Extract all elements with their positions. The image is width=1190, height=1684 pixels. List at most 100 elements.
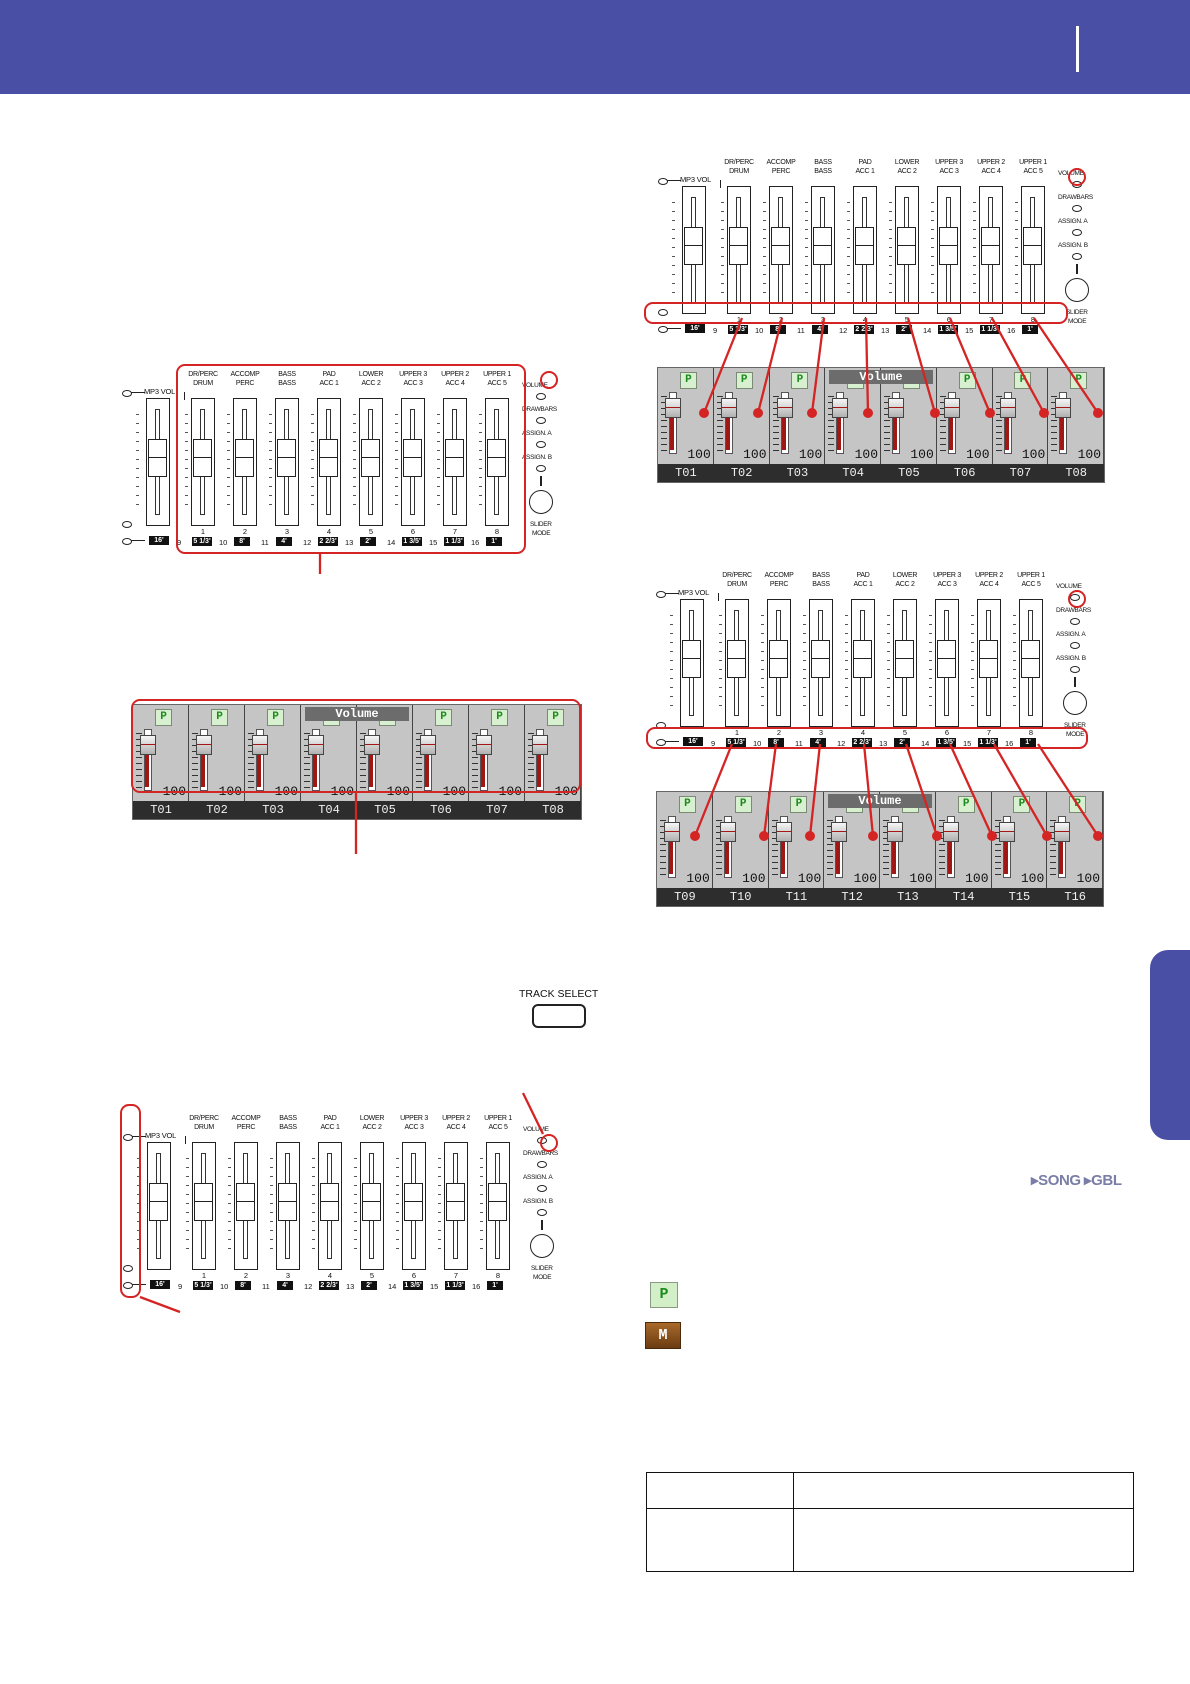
side-led[interactable] [658, 178, 668, 185]
play-status-button[interactable]: P [1013, 796, 1031, 813]
track-slider-8[interactable] [486, 1142, 510, 1270]
slider-mode-button[interactable] [530, 1234, 554, 1258]
mp3-volume-slider[interactable] [680, 599, 704, 727]
side-led[interactable] [122, 538, 132, 545]
play-status-button[interactable]: P [1070, 372, 1088, 389]
track-slider-3[interactable] [809, 599, 833, 727]
track-slider-3[interactable] [275, 398, 299, 526]
track-slider-4[interactable] [317, 398, 341, 526]
track-slider-6[interactable] [401, 398, 425, 526]
slider-mode-button[interactable] [529, 490, 553, 514]
track-slider-7[interactable] [979, 186, 1003, 314]
play-status-button[interactable]: P [491, 709, 508, 726]
track-slider-4[interactable] [853, 186, 877, 314]
volume-slider-knob[interactable] [888, 398, 904, 418]
track-slider-3[interactable] [276, 1142, 300, 1270]
track-slider-8[interactable] [1019, 599, 1043, 727]
play-status-button[interactable]: P [155, 709, 172, 726]
track-slider-4[interactable] [318, 1142, 342, 1270]
play-status-button[interactable]: P [547, 709, 564, 726]
mp3-volume-slider[interactable] [146, 398, 170, 526]
volume-slider-knob[interactable] [196, 735, 212, 755]
volume-slider-knob[interactable] [720, 398, 737, 418]
track-slider-5[interactable] [360, 1142, 384, 1270]
volume-slider-knob[interactable] [532, 735, 548, 755]
side-led[interactable] [658, 309, 668, 316]
play-status-button[interactable]: P [267, 709, 284, 726]
volume-slider-knob[interactable] [776, 398, 793, 418]
track-slider-7[interactable] [977, 599, 1001, 727]
slider-mode-button[interactable] [1065, 278, 1089, 302]
side-led[interactable] [656, 591, 666, 598]
track-slider-8[interactable] [1021, 186, 1045, 314]
volume-slider-knob[interactable] [476, 735, 492, 755]
side-led[interactable] [123, 1134, 133, 1141]
side-led[interactable] [123, 1282, 133, 1289]
play-status-button[interactable]: P [790, 796, 808, 813]
play-status-button[interactable]: P [957, 796, 975, 813]
track-slider-8[interactable] [485, 398, 509, 526]
volume-slider-knob[interactable] [832, 398, 849, 418]
play-status-button[interactable]: P [435, 709, 452, 726]
volume-slider-knob[interactable] [420, 735, 436, 755]
track-slider-1[interactable] [727, 186, 751, 314]
volume-slider-knob[interactable] [998, 822, 1015, 842]
play-status-button[interactable]: P [791, 372, 809, 389]
track-slider-2[interactable] [767, 599, 791, 727]
volume-slider-knob[interactable] [943, 398, 960, 418]
volume-slider-knob[interactable] [140, 735, 156, 755]
track-slider-3[interactable] [811, 186, 835, 314]
track-slider-6[interactable] [402, 1142, 426, 1270]
play-status-button[interactable]: P [1069, 796, 1087, 813]
track-slider-6[interactable] [935, 599, 959, 727]
volume-slider-knob[interactable] [887, 822, 903, 842]
volume-slider-knob[interactable] [665, 398, 681, 418]
volume-slider-knob[interactable] [364, 735, 380, 755]
track-slider-5[interactable] [895, 186, 919, 314]
track-select-button[interactable] [532, 1004, 586, 1028]
track-slider-1[interactable] [191, 398, 215, 526]
volume-slider-knob[interactable] [831, 822, 848, 842]
mp3-volume-slider[interactable] [147, 1142, 171, 1270]
track-slider-1[interactable] [725, 599, 749, 727]
play-status-button[interactable]: P [735, 372, 753, 389]
side-led[interactable] [658, 326, 668, 333]
track-slider-4[interactable] [851, 599, 875, 727]
volume-slider-knob[interactable] [252, 735, 268, 755]
play-status-button[interactable]: P [1014, 372, 1032, 389]
track-slider-5[interactable] [893, 599, 917, 727]
track-slider-1[interactable] [192, 1142, 216, 1270]
track-slider-6[interactable] [937, 186, 961, 314]
track-slider-7[interactable] [443, 398, 467, 526]
mp3-volume-slider[interactable] [682, 186, 706, 314]
volume-slider-knob[interactable] [999, 398, 1016, 418]
side-led[interactable] [122, 521, 132, 528]
play-status-button[interactable]: P [211, 709, 228, 726]
play-status-button[interactable]: P [679, 372, 697, 389]
track-slider-2[interactable] [234, 1142, 258, 1270]
side-led[interactable] [123, 1265, 133, 1272]
track-slider-2[interactable] [769, 186, 793, 314]
track-slider-5[interactable] [359, 398, 383, 526]
volume-slider-knob[interactable] [942, 822, 959, 842]
play-status-button[interactable]: P [958, 372, 976, 389]
volume-slider-knob[interactable] [664, 822, 680, 842]
volume-slider-knob[interactable] [719, 822, 736, 842]
volume-slider-knob[interactable] [1054, 822, 1071, 842]
slider-mode-button[interactable] [1063, 691, 1087, 715]
side-led[interactable] [122, 390, 132, 397]
play-status-button[interactable]: P [734, 796, 752, 813]
play-status-button[interactable]: P [678, 796, 696, 813]
